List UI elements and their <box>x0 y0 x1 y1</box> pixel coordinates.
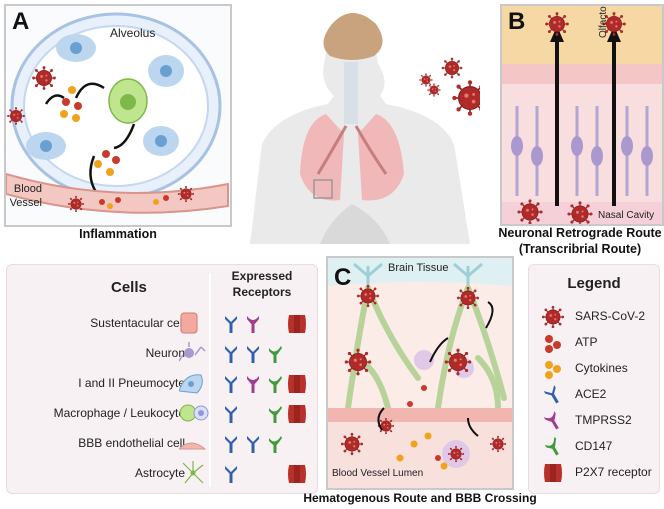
legend-item: ATP <box>539 331 659 355</box>
panel-a-letter: A <box>12 8 30 35</box>
cell-name: Macrophage / Leukocyte <box>53 406 185 420</box>
ace2-icon <box>225 316 237 333</box>
tmprss2-icon <box>247 316 259 333</box>
ace2-icon <box>225 466 237 483</box>
panel-c-letter: C <box>334 264 352 291</box>
ace2-icon <box>247 436 259 453</box>
cell-name: I and II Pneumocyte <box>78 376 185 390</box>
cell-name: Astrocyte <box>134 466 185 480</box>
receptor-icons <box>225 375 306 393</box>
ace2-icon <box>543 385 563 406</box>
legend-label: SARS-CoV-2 <box>575 309 646 323</box>
cd147-icon <box>269 406 282 423</box>
panel-c: C Brain Tissue Blood Vessel Lumen <box>326 256 514 490</box>
p2x7-icon <box>288 465 306 483</box>
cell-icon <box>180 312 198 334</box>
panel-b-letter: B <box>508 8 526 35</box>
panel-a-caption: Inflammation <box>79 227 157 241</box>
cell-icon <box>179 442 207 450</box>
table-row: I and II Pneumocyte <box>17 369 313 399</box>
legend-item: TMPRSS2 <box>539 409 659 433</box>
cd147-icon <box>269 376 282 393</box>
receptors-title-2: Receptors <box>232 285 292 299</box>
panel-b-caption-2: (Transcribrial Route) <box>518 242 642 256</box>
legend-label: P2X7 receptor <box>575 465 652 479</box>
receptor-icons <box>225 436 282 453</box>
legend-item: ACE2 <box>539 383 659 407</box>
p2x7-icon <box>288 315 306 333</box>
ace2-icon <box>225 406 237 423</box>
virus-icon <box>541 305 565 329</box>
nasal-cavity-label: Nasal Cavity <box>598 210 655 221</box>
legend-label: ATP <box>575 335 598 349</box>
table-row: Neuron <box>17 339 313 369</box>
table-divider <box>209 273 211 487</box>
legend-title: Legend <box>567 275 621 292</box>
blood-vessel-lumen-label: Blood Vessel Lumen <box>332 468 424 479</box>
receptor-icons <box>225 346 282 363</box>
legend-label: ACE2 <box>575 387 607 401</box>
cell-icon <box>179 374 203 394</box>
bbb-illustration <box>328 258 512 488</box>
cell-name: BBB endothelial cell <box>78 436 185 450</box>
nasal-epithelium-illustration <box>502 6 662 224</box>
panel-b: B Olfactory Bulb Nasal Cavity <box>500 4 664 226</box>
legend-label: Cytokines <box>575 361 628 375</box>
table-row: Sustentacular cell <box>17 309 313 339</box>
blood-vessel-label: Blood Vessel <box>9 183 42 209</box>
p2x7-icon <box>544 464 562 482</box>
legend-item: P2X7 receptor <box>539 461 659 485</box>
cd147-icon <box>269 346 282 363</box>
brain-tissue-label: Brain Tissue <box>388 262 449 274</box>
alveolus-label: Alveolus <box>110 26 156 40</box>
cell-name: Neuron <box>145 346 185 360</box>
tmprss2-icon <box>543 411 563 432</box>
ace2-icon <box>225 436 237 453</box>
receptor-icons <box>225 465 306 483</box>
ace2-icon <box>247 346 259 363</box>
cells-receptor-table: Cells Expressed Receptors Sustentacular … <box>6 264 318 494</box>
cells-title: Cells <box>111 279 147 296</box>
cd147-icon <box>543 436 564 458</box>
olfactory-bulb-label: Olfactory Bulb <box>598 4 609 38</box>
p2x7-icon <box>288 405 306 423</box>
legend-label: TMPRSS2 <box>575 413 632 427</box>
cell-icon <box>179 342 206 362</box>
cell-icon <box>179 404 209 422</box>
cell-icon <box>182 461 204 484</box>
cytokine-icon <box>545 361 561 379</box>
atp-icon <box>545 335 561 353</box>
ace2-icon <box>225 376 237 393</box>
p2x7-icon <box>288 375 306 393</box>
receptor-icons <box>225 405 306 423</box>
table-row: Macrophage / Leukocyte <box>17 399 313 429</box>
cell-name: Sustentacular cell <box>90 316 185 330</box>
panel-a: A Alveolus Blood Vessel <box>4 4 232 227</box>
panel-c-caption: Hematogenous Route and BBB Crossing <box>303 491 537 505</box>
table-row: BBB endothelial cell <box>17 429 313 459</box>
legend-item: CD147 <box>539 435 659 459</box>
legend-label: CD147 <box>575 439 613 453</box>
alveolus-illustration <box>6 12 229 214</box>
human-body-illustration <box>250 13 480 244</box>
cd147-icon <box>269 436 282 453</box>
legend-item: Cytokines <box>539 357 659 381</box>
panel-b-caption-1: Neuronal Retrograde Route <box>498 226 662 240</box>
legend-item: SARS-CoV-2 <box>539 305 659 329</box>
receptor-icons <box>225 315 306 333</box>
table-row: Astrocyte <box>17 459 313 489</box>
tmprss2-icon <box>247 376 259 393</box>
receptors-title-1: Expressed <box>231 269 293 283</box>
ace2-icon <box>225 346 237 363</box>
